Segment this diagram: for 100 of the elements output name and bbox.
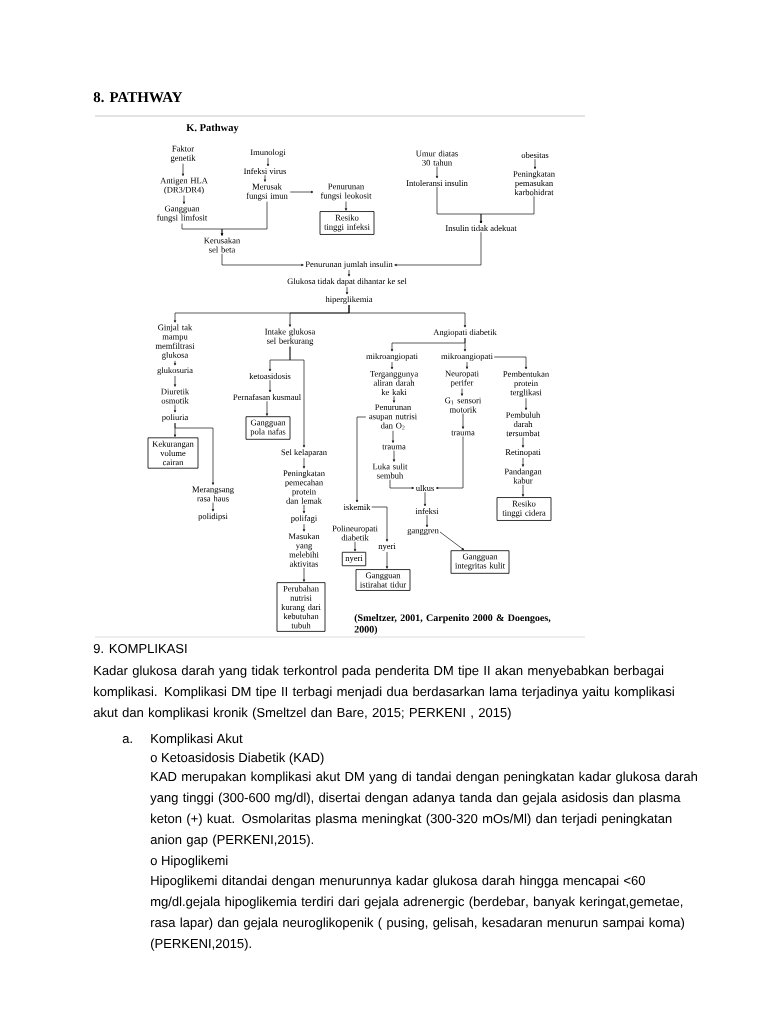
arrow bbox=[521, 457, 525, 467]
arrow bbox=[348, 304, 467, 328]
step-text: Pandangan kabur bbox=[504, 468, 542, 484]
arrow bbox=[439, 531, 465, 551]
step-text: hiperglikemia bbox=[325, 296, 373, 304]
step-text: polidipsi bbox=[198, 513, 228, 521]
bullet-item: o Hipoglikemi bbox=[150, 855, 228, 868]
step-text: Diuretik osmotik bbox=[161, 388, 190, 404]
step-text: ulkus bbox=[415, 485, 434, 491]
step-text: Peningkatan pemecahan protein dan lemak bbox=[283, 470, 325, 504]
arrow bbox=[266, 157, 270, 167]
arrow bbox=[385, 551, 389, 569]
arrow bbox=[302, 457, 306, 469]
paragraph: Hipoglikemi ditandai dengan menurunnya kadar glukosa darah hingga mencapai <60 mg/dl.gejala hipoglikemia terdiri dari gejala adrenergic (berdebar, banyak keringat,gemetae, rasa lapar) dan gejala neuroglikopenik ( pusing, gelisah, kesadaran menurun sampai koma) (PERKENI,2015). bbox=[151, 875, 685, 951]
page-heading: 8. PATHWAY bbox=[93, 92, 183, 103]
arrow bbox=[461, 413, 465, 429]
outcome-box: Perubahan nutrisi kurang dari kebutuhan tubuh bbox=[276, 582, 326, 632]
step-text: Angiopati diabetik bbox=[433, 329, 497, 337]
step-text: glukosuria bbox=[157, 367, 193, 375]
step-text: Luka sulit sembuh bbox=[372, 463, 408, 479]
arrow bbox=[493, 356, 528, 370]
step-text: Penurunan asupan nutrisi dan O$_{2}$ bbox=[369, 404, 417, 430]
step-text: poliuria bbox=[161, 414, 189, 422]
arrow bbox=[211, 502, 215, 512]
arrow bbox=[435, 436, 464, 490]
step-text: Terganggunya aliran darah ke kaki bbox=[370, 371, 419, 395]
paragraph: Kadar glukosa darah yang tidak terkontrol pada penderita DM tipe II akan menyebabkan berbagai komplikasi. Komplikasi DM tipe II terbagi menjadi dua berdasarkan lama terjadinya yaitu komplikasi akut dan komplikasi kronik (Smeltzel dan Bare, 2015; PERKENI , 2015) bbox=[93, 665, 674, 720]
arrow bbox=[465, 361, 469, 369]
section-heading: 9. KOMPLIKASI bbox=[93, 643, 187, 654]
step-text: Pembuluh darah tersumbat bbox=[506, 411, 541, 437]
outcome-box: Resiko tinggi cidera bbox=[496, 497, 552, 521]
step-text: Intoleransi insulin bbox=[406, 180, 468, 186]
step-text: Merangsang rasa haus bbox=[192, 486, 234, 502]
arrow bbox=[391, 430, 395, 443]
step-text: ganggren bbox=[407, 528, 439, 536]
arrow bbox=[371, 506, 389, 542]
arrow bbox=[463, 337, 467, 352]
arrow bbox=[173, 375, 177, 387]
step-text: Ginjal tak mampu memfiltrasi glukosa bbox=[155, 324, 195, 360]
arrow bbox=[392, 450, 396, 462]
step-text: ketoasidosis bbox=[249, 373, 291, 379]
step-text: G$_{1}$ sensori motorik bbox=[445, 397, 482, 413]
step-text: Insulin tidak adekuat bbox=[445, 225, 517, 231]
step-text: Imunologi bbox=[250, 149, 286, 157]
step-text: Faktor genetik bbox=[170, 145, 196, 163]
step-text: iskemik bbox=[343, 504, 371, 510]
arrow bbox=[174, 422, 215, 485]
step-text: Kerusakan sel beta bbox=[204, 237, 241, 253]
arrow bbox=[263, 174, 267, 182]
arrow bbox=[353, 541, 357, 552]
step-text: Polineuropati diabetik bbox=[332, 525, 378, 541]
citation-text: (Smeltzer, 2001, Carpenito 2000 & Doengoes, 2000) bbox=[354, 614, 551, 635]
arrow bbox=[181, 163, 185, 176]
arrow bbox=[289, 346, 306, 448]
bullet-item: o Ketoasidosis Diabetik (KAD) bbox=[150, 752, 324, 765]
outcome-box: Gangguan pola nafas bbox=[245, 416, 291, 440]
arrow bbox=[394, 231, 482, 267]
step-text: Pernafasan kusmaul bbox=[233, 393, 301, 401]
arrow bbox=[268, 379, 272, 393]
step-text: Sel kelaparan bbox=[281, 449, 327, 457]
step-text: Pembentukan protein terglikasi bbox=[503, 370, 549, 398]
step-text: infeksi bbox=[415, 507, 439, 515]
arrow bbox=[344, 201, 348, 211]
arrow bbox=[521, 437, 525, 448]
arrow bbox=[390, 361, 394, 370]
arrow bbox=[347, 269, 351, 277]
step-text: Masukan yang melebihi aktivitas bbox=[288, 533, 320, 567]
paragraph: KAD merupakan komplikasi akut DM yang di tandai dengan peningkatan kadar glukosa darah yang tinggi (300-600 mg/dl), disertai dengan adanya tanda dan gejala asidosis dan plasma keton (+) kuat. Osmolaritas plasma meningkat (300-320 mOs/Ml) dan terjadi peningkatan anion gap (PERKENI,2015). bbox=[150, 771, 697, 847]
arrow bbox=[425, 514, 429, 528]
outcome-box: nyeri bbox=[341, 551, 367, 567]
arrow bbox=[220, 201, 268, 236]
arrow bbox=[265, 400, 269, 416]
arrow bbox=[479, 196, 535, 224]
step-text: Glukosa tidak dapat dihantar ke sel bbox=[287, 278, 407, 286]
step-text: Penurunan fungsi leokosit bbox=[320, 183, 372, 201]
step-text: obesitas bbox=[521, 152, 549, 158]
step-text: Intake glukosa sel berkurang bbox=[265, 328, 316, 346]
step-text: trauma bbox=[451, 430, 475, 436]
outcome-box: Kekurangan volume cairan bbox=[147, 437, 199, 469]
step-text: polifagi bbox=[290, 515, 318, 523]
arrow bbox=[355, 416, 367, 503]
step-text: mikroangiopati bbox=[441, 353, 493, 361]
arrow bbox=[533, 158, 537, 170]
arrow bbox=[423, 491, 427, 507]
step-text: mikroangiopati bbox=[366, 353, 418, 361]
step-text: Antigen HLA (DR3/DR4) bbox=[160, 177, 208, 195]
arrow bbox=[221, 253, 304, 267]
arrow bbox=[345, 286, 349, 295]
arrow bbox=[302, 504, 306, 514]
step-text: Penurunan jumlah insulin bbox=[305, 261, 393, 269]
step-text: nyeri bbox=[378, 543, 396, 551]
step-text: Merusak fungsi imun bbox=[246, 183, 288, 201]
arrow bbox=[389, 479, 415, 490]
arrow bbox=[302, 523, 306, 532]
arrow bbox=[173, 360, 177, 366]
outcome-box: Gangguan integritas kulit bbox=[450, 550, 510, 574]
step-text: trauma bbox=[382, 444, 406, 450]
arrow bbox=[435, 166, 439, 179]
step-text: Umur diatas 30 tahun bbox=[415, 150, 458, 166]
arrow bbox=[460, 388, 464, 396]
